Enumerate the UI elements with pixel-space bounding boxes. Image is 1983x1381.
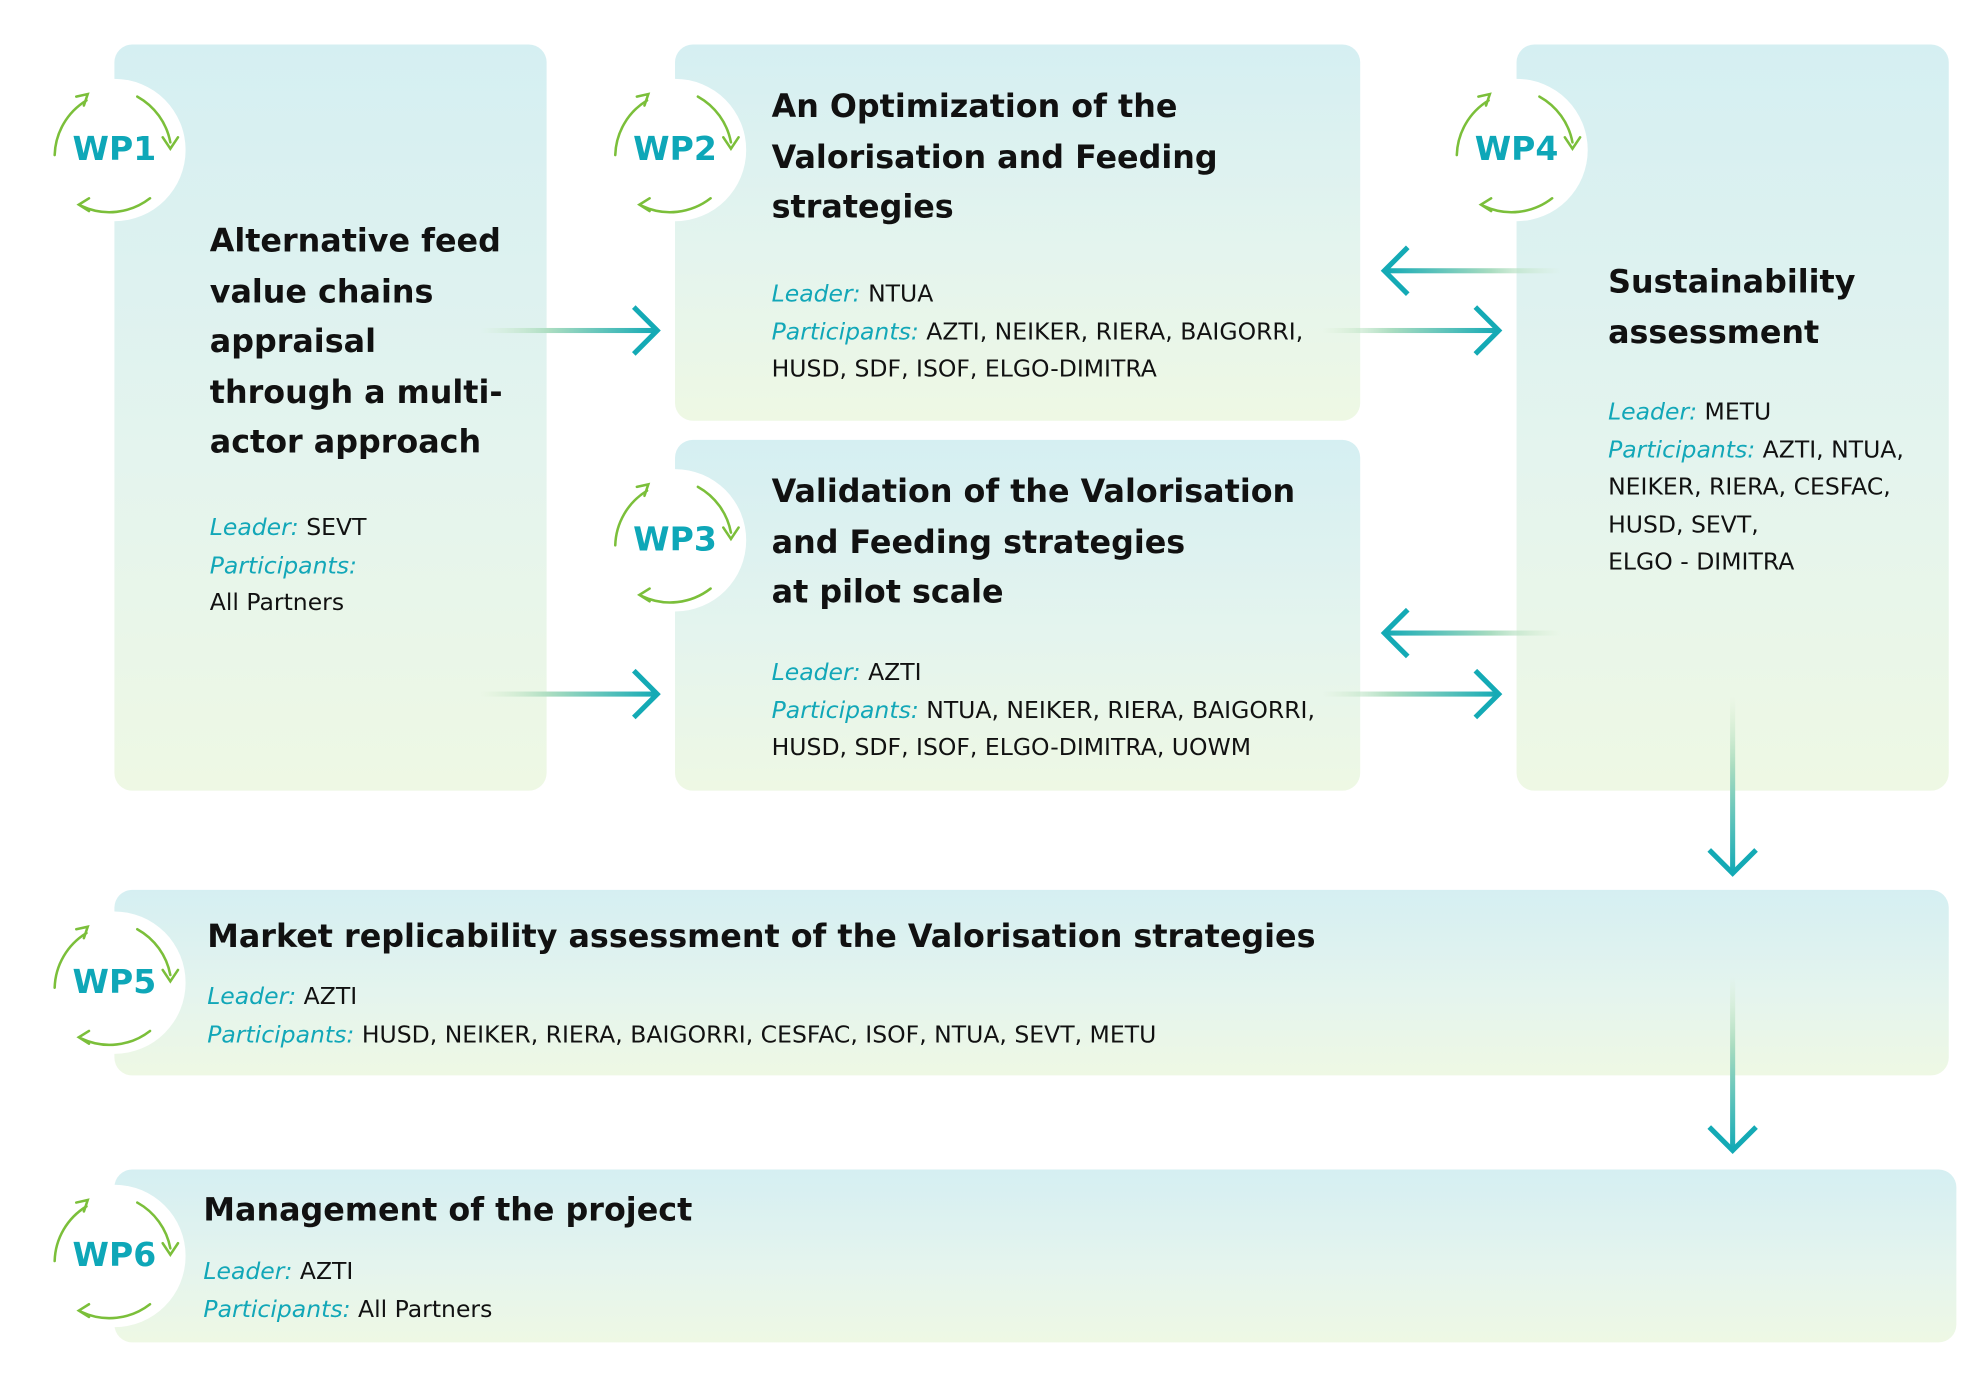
leader-value: AZTI — [868, 659, 922, 687]
participants-value: All Partners — [358, 1295, 493, 1323]
participants-value: AZTI, NEIKER, RIERA, BAIGORRI, — [926, 318, 1304, 346]
leader-value: SEVT — [306, 514, 367, 542]
arrow-wp3-to-wp4 — [1322, 668, 1503, 720]
wp1-badge: WP1 — [43, 78, 186, 222]
wp6-badge: WP6 — [43, 1184, 186, 1328]
arrow-wp4-to-wp5 — [1707, 696, 1758, 877]
title-line: Valorisation and Feeding — [771, 137, 1218, 175]
wp1-box — [114, 44, 547, 791]
wp3-box — [675, 439, 1361, 791]
title-line: assessment — [1608, 313, 1820, 351]
wp2-title: An Optimization of the Valorisation and … — [772, 81, 1218, 232]
wp4-badge: WP4 — [1445, 78, 1588, 222]
arrow-wp1-to-wp3 — [480, 668, 661, 720]
wp3-meta: Leader: AZTI Participants: NTUA, NEIKER,… — [772, 655, 1315, 768]
leader-label: Leader: — [203, 1258, 293, 1286]
wp-id: WP2 — [633, 130, 717, 170]
wp2-badge: WP2 — [603, 78, 747, 222]
wp1-title: Alternative feed value chains appraisal … — [210, 216, 503, 467]
participants-line: HUSD, SEVT, — [1608, 511, 1759, 539]
wp3-badge: WP3 — [603, 469, 747, 612]
title-line: at pilot scale — [771, 573, 1004, 611]
wp2-meta: Leader: NTUA Participants: AZTI, NEIKER,… — [772, 276, 1304, 389]
participants-label: Participants: — [771, 697, 919, 724]
participants-value-2: HUSD, SDF, ISOF, ELGO-DIMITRA — [771, 355, 1157, 383]
wp5-box — [114, 889, 1949, 1076]
title-line: An Optimization of the — [771, 87, 1178, 125]
title-line: Validation of the Valorisation — [771, 472, 1296, 510]
participants-value: NTUA, NEIKER, RIERA, BAIGORRI, — [926, 697, 1315, 724]
participants-label: Participants: — [207, 1021, 355, 1049]
arrow-wp4-to-wp2 — [1380, 245, 1562, 296]
arrow-wp5-to-wp6 — [1707, 976, 1758, 1155]
participants-label: Participants: — [771, 318, 919, 346]
leader-label: Leader: — [1608, 399, 1698, 426]
participants-value: HUSD, NEIKER, RIERA, BAIGORRI, CESFAC, I… — [361, 1021, 1157, 1049]
wp-id: WP4 — [1474, 130, 1559, 170]
wp-id: WP5 — [72, 963, 157, 1002]
title-line: through a multi- — [209, 373, 503, 410]
wp-id: WP3 — [633, 521, 717, 560]
participants-label: Participants: — [1608, 436, 1756, 464]
wp3-title: Validation of the Valorisation and Feedi… — [772, 467, 1296, 618]
wp4-title: Sustainability assessment — [1608, 257, 1855, 357]
wp4-box — [1516, 44, 1949, 791]
arrow-wp2-to-wp4 — [1322, 305, 1503, 356]
wp5-badge: WP5 — [43, 911, 186, 1054]
arrow-wp1-to-wp2 — [480, 305, 661, 356]
wp5-meta: Leader: AZTI Participants: HUSD, NEIKER,… — [207, 979, 1156, 1054]
leader-value: AZTI — [299, 1258, 354, 1286]
wp6-box — [114, 1169, 1957, 1343]
title-line: actor approach — [209, 423, 482, 461]
leader-label: Leader: — [771, 659, 861, 687]
participants-label: Participants: — [203, 1295, 351, 1323]
wp5-title: Market replicability assessment of the V… — [207, 917, 1316, 955]
wp-id: WP6 — [72, 1236, 157, 1276]
participants-line: ELGO - DIMITRA — [1608, 549, 1795, 576]
leader-value: AZTI — [303, 983, 358, 1011]
wp6-title: Management of the project — [203, 1191, 693, 1228]
title-line: and Feeding strategies — [771, 523, 1186, 560]
title-line: value chains — [209, 272, 434, 310]
leader-label: Leader: — [771, 280, 861, 308]
title-line: Alternative feed — [209, 222, 501, 260]
wp4-meta: Leader: METU Participants: AZTI, NTUA, N… — [1608, 394, 1904, 582]
participants-value: AZTI, NTUA, — [1762, 436, 1904, 464]
leader-label: Leader: — [207, 983, 297, 1011]
leader-value: NTUA — [868, 280, 934, 308]
title-line: appraisal — [209, 322, 376, 360]
leader-value: METU — [1704, 399, 1772, 426]
wp-id: WP1 — [72, 130, 157, 170]
wp2-box — [675, 44, 1361, 421]
wp6-meta: Leader: AZTI Participants: All Partners — [203, 1253, 492, 1328]
participants-line: NEIKER, RIERA, CESFAC, — [1608, 474, 1891, 501]
title-line: Sustainability — [1608, 263, 1856, 301]
participants-value-2: HUSD, SDF, ISOF, ELGO-DIMITRA, UOWM — [771, 734, 1252, 762]
leader-label: Leader: — [209, 514, 299, 542]
wp1-meta: Leader: SEVT Participants: All Partners — [210, 510, 367, 623]
participants-label: Participants: — [209, 552, 357, 580]
participants-value: All Partners — [209, 589, 345, 617]
arrow-wp4-to-wp3 — [1380, 607, 1562, 659]
title-line: strategies — [771, 188, 954, 226]
